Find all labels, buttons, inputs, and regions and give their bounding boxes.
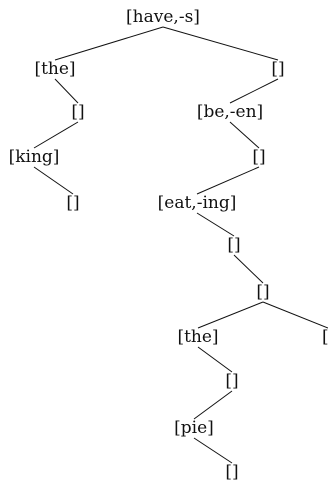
node-empty-3: [] <box>227 235 240 255</box>
tree-edge-n9-n10 <box>233 254 264 284</box>
tree-edge-n14-n15 <box>193 437 233 464</box>
node-the-2: [the] <box>177 327 218 347</box>
tree-edge-n13-n14 <box>193 390 233 420</box>
tree-edge-n5-n7 <box>33 166 74 195</box>
node-empty-6: [] <box>225 462 238 482</box>
node-eat-ing: [eat,-ing] <box>158 193 237 213</box>
tree-edge-n8-n9 <box>196 212 235 237</box>
tree-node-labels: [have,-s] [the] [] [] [be,-en] [king] []… <box>9 7 328 482</box>
tree-edge-n1-n3 <box>54 78 79 104</box>
node-king: [king] <box>9 147 60 167</box>
node-empty-right-1: [] <box>271 59 284 79</box>
node-empty-4: [] <box>256 282 269 302</box>
tree-edge-n10-n11 <box>197 301 264 329</box>
node-pie: [pie] <box>174 418 214 438</box>
node-empty-cut-right: [] <box>322 327 328 347</box>
tree-edge-n2-n4 <box>229 78 279 104</box>
node-the-1: [the] <box>34 59 75 79</box>
tree-edge-n0-n1 <box>54 26 164 61</box>
tree-edge-n3-n5 <box>33 121 79 149</box>
tree-edge-n11-n13 <box>197 346 233 373</box>
node-empty-5: [] <box>225 371 238 391</box>
node-empty-left-2: [] <box>66 193 79 213</box>
node-empty-right-2: [] <box>252 147 265 167</box>
node-have-s: [have,-s] <box>126 7 200 27</box>
tree-edge-n4-n6 <box>229 121 260 149</box>
tree-edge-n0-n2 <box>162 26 279 61</box>
tree-edge-n6-n8 <box>196 166 260 195</box>
node-be-en: [be,-en] <box>197 102 263 122</box>
tree-edges <box>33 26 328 464</box>
tree-edge-n10-n12 <box>262 301 328 329</box>
node-empty-left-1: [] <box>71 102 84 122</box>
